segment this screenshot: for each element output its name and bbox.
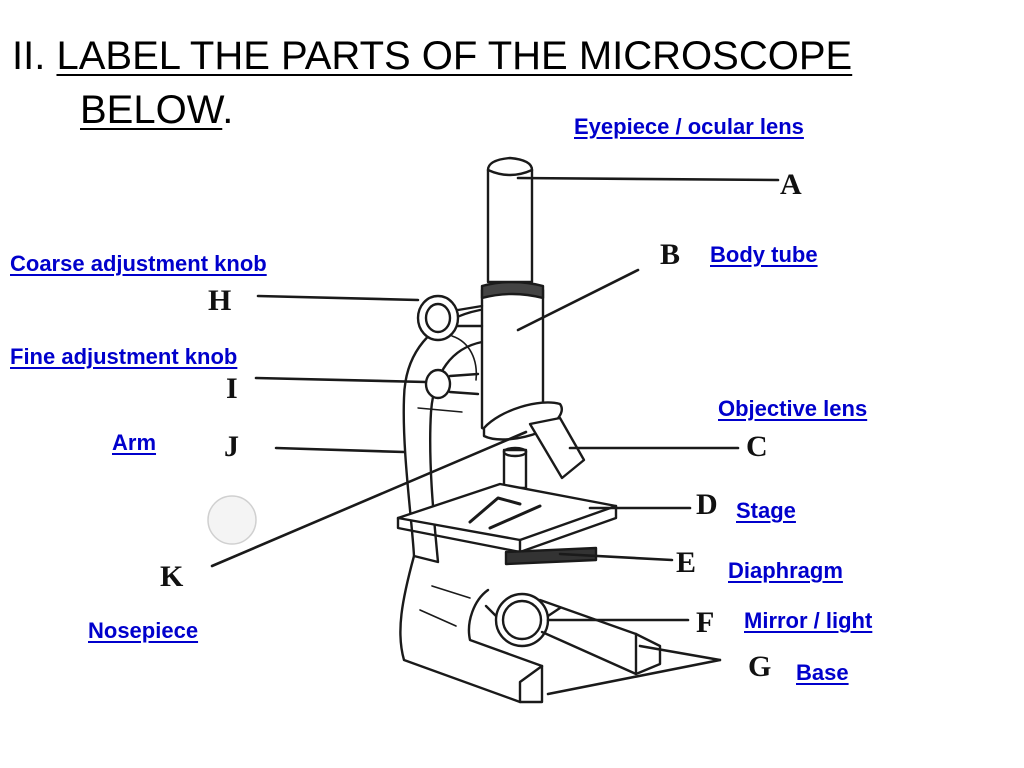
answer-arm: Arm bbox=[112, 430, 157, 455]
page-title: II. LABEL THE PARTS OF THE MICROSCOPE bbox=[12, 34, 852, 79]
letter-b: B bbox=[660, 238, 681, 271]
leader-e bbox=[558, 552, 674, 562]
title-prefix: II. bbox=[12, 34, 46, 78]
answer-coarse-adjustment: Coarse adjustment knob bbox=[10, 251, 267, 276]
answer-stage: Stage bbox=[736, 498, 796, 523]
diaphragm-drawing bbox=[504, 546, 598, 566]
eyepiece-drawing bbox=[486, 156, 534, 284]
leader-lines bbox=[210, 176, 780, 696]
leader-k bbox=[210, 430, 528, 568]
letter-g: G bbox=[748, 650, 772, 683]
leader-b bbox=[516, 268, 640, 332]
stage-drawing bbox=[396, 482, 618, 554]
title-period: . bbox=[222, 88, 234, 132]
letter-k: K bbox=[160, 560, 184, 593]
mirror-drawing bbox=[484, 592, 562, 648]
letter-f: F bbox=[696, 606, 715, 639]
letter-h: H bbox=[208, 284, 232, 317]
title-line-1: LABEL THE PARTS OF THE MICROSCOPE bbox=[56, 34, 853, 78]
leader-a bbox=[516, 176, 780, 182]
fine-knob-drawing bbox=[424, 368, 480, 400]
page-title-line-2: BELOW. bbox=[80, 88, 233, 133]
answer-base: Base bbox=[796, 660, 849, 685]
letter-d: D bbox=[696, 488, 718, 521]
letter-c: C bbox=[746, 430, 768, 463]
answer-diaphragm: Diaphragm bbox=[728, 558, 843, 583]
answer-fine-adjustment: Fine adjustment knob bbox=[10, 344, 238, 369]
letter-e: E bbox=[676, 546, 697, 579]
answer-body-tube: Body tube bbox=[710, 242, 818, 267]
letter-a: A bbox=[780, 168, 802, 201]
leader-j bbox=[274, 446, 406, 454]
answer-nosepiece: Nosepiece bbox=[88, 618, 199, 643]
leader-h bbox=[256, 294, 420, 302]
title-line-2: BELOW bbox=[80, 88, 223, 132]
coarse-knob-drawing bbox=[416, 294, 484, 342]
letter-i: I bbox=[226, 372, 238, 405]
sphere-smudge bbox=[207, 495, 257, 545]
objective-lens-drawing bbox=[502, 416, 586, 490]
leader-g bbox=[546, 644, 722, 696]
answer-mirror: Mirror / light bbox=[744, 608, 873, 633]
letter-j: J bbox=[224, 430, 239, 463]
answer-eyepiece: Eyepiece / ocular lens bbox=[574, 114, 804, 139]
answer-objective: Objective lens bbox=[718, 396, 868, 421]
leader-i bbox=[254, 376, 428, 384]
